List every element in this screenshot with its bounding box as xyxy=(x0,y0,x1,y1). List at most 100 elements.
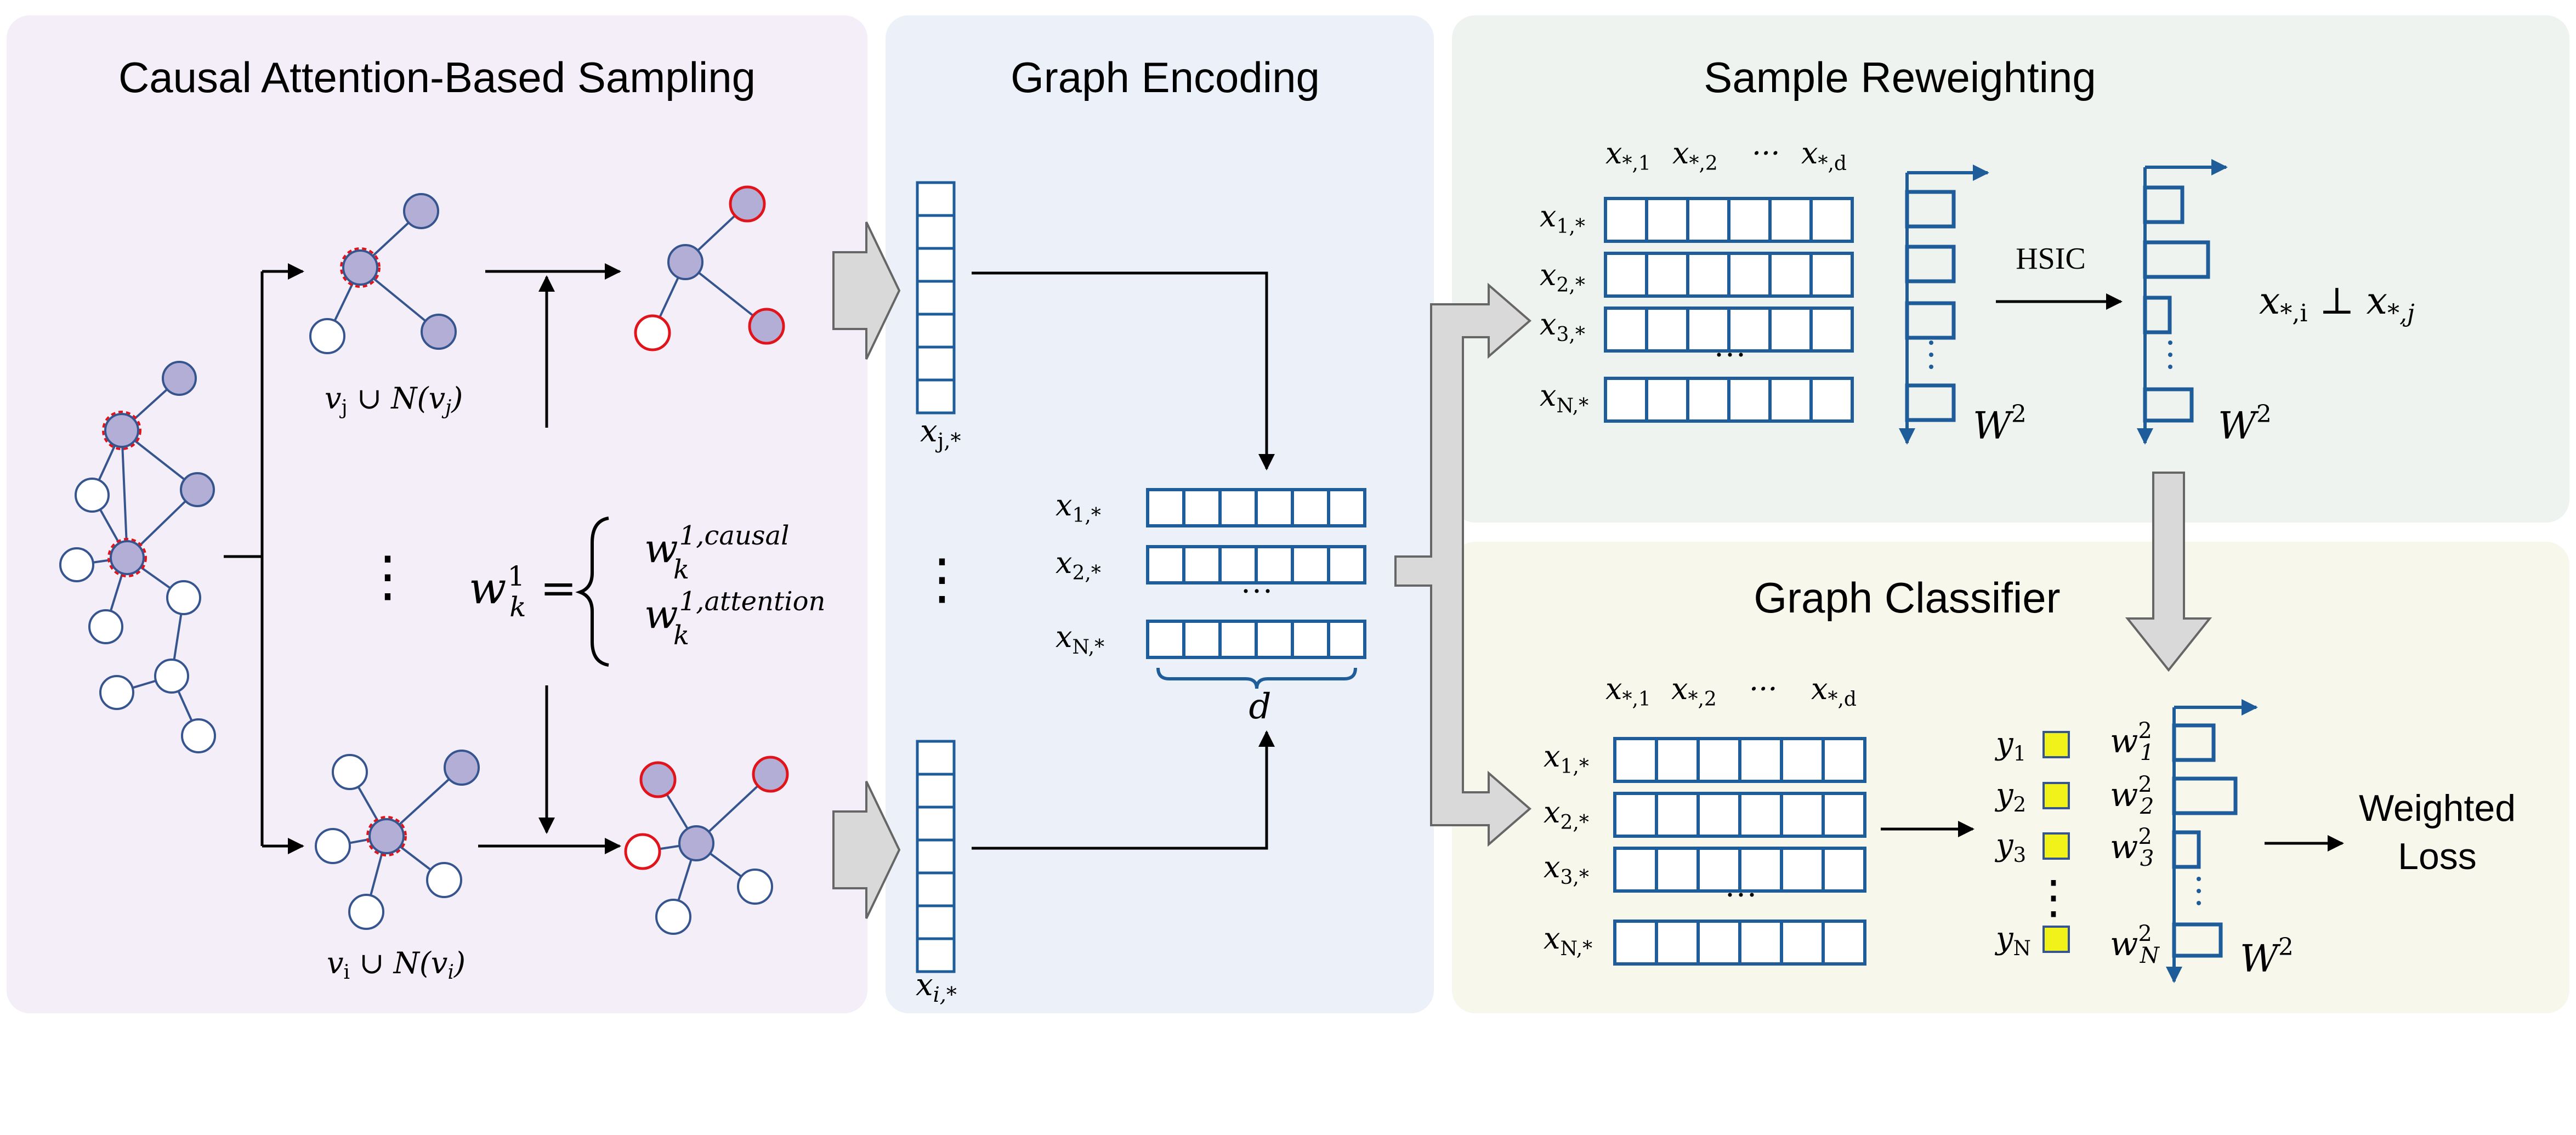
hist-dot xyxy=(1929,340,1933,345)
embedding-vector-i xyxy=(916,740,956,973)
weighted-loss-label-2: Loss xyxy=(2398,836,2477,877)
graph-node xyxy=(729,185,766,223)
matrix-cell xyxy=(1768,377,1813,423)
graph-node xyxy=(180,472,215,507)
matrix-cell xyxy=(1604,252,1648,298)
graph-node xyxy=(639,761,677,798)
matrix-cell xyxy=(1291,620,1330,659)
matrix-cell xyxy=(1727,377,1772,423)
vector-cell xyxy=(916,871,956,907)
matrix-cell xyxy=(1146,545,1185,584)
hist-bar xyxy=(2143,387,2194,423)
graph-node xyxy=(624,833,661,870)
math-label: y3 xyxy=(1994,827,2026,867)
math-label: x3,* xyxy=(1544,850,1589,889)
weight-histogram-classifier xyxy=(2166,699,2258,983)
graph-node xyxy=(368,818,405,854)
graph-node xyxy=(75,478,110,513)
svg-text:w1,attention: w1,attention xyxy=(644,586,825,637)
center-node-marker xyxy=(107,538,147,577)
sampled-graph-bottom xyxy=(315,750,480,930)
sampled-graph-top-result xyxy=(634,185,785,351)
matrix-cell xyxy=(1809,197,1854,243)
matrix-cell xyxy=(1182,488,1222,527)
independence-statement: x*,i ⊥ x*,j xyxy=(2259,280,2415,327)
math-label: x*,1 xyxy=(1605,136,1651,175)
matrix-cell xyxy=(1604,197,1648,243)
matrix-cell xyxy=(1809,252,1854,298)
reweighting-ellipsis: ··· xyxy=(1713,337,1746,373)
matrix-cell xyxy=(1613,737,1658,783)
sampling-vdots: ⋮ xyxy=(360,546,415,607)
vector-cell xyxy=(916,345,956,382)
classifier-row-labels: x1,* x2,* x3,* xN,* xyxy=(1544,739,1592,960)
reweighting-row-labels: x1,*x2,*x3,*xN,* xyxy=(1540,199,1588,417)
prediction-box xyxy=(2042,832,2070,860)
graph-node xyxy=(99,675,134,710)
graph-node xyxy=(421,314,457,350)
graph-node xyxy=(667,244,703,280)
d-label: d xyxy=(1249,686,1272,727)
matrix-cell xyxy=(1645,377,1689,423)
vector-cell xyxy=(916,838,956,875)
reweighting-matrix xyxy=(1604,197,1854,423)
encoding-arrows xyxy=(972,271,1275,850)
graph-node xyxy=(403,193,439,229)
hist-bar xyxy=(2172,922,2223,958)
svg-text:w1,causal: w1,causal xyxy=(644,520,789,571)
math-label: ··· xyxy=(1752,136,1780,171)
matrix-cell xyxy=(1822,737,1866,783)
svg-text:k: k xyxy=(673,620,689,651)
matrix-cell xyxy=(1291,545,1330,584)
graph-node xyxy=(332,754,368,790)
math-label: x*,1 xyxy=(1605,672,1651,711)
matrix-cell xyxy=(1780,920,1825,966)
hist-dot xyxy=(2168,340,2172,345)
matrix-cell xyxy=(1291,488,1330,527)
hist-bar xyxy=(2172,723,2216,762)
graph-node xyxy=(315,828,351,864)
matrix-cell xyxy=(1686,377,1730,423)
graph-node xyxy=(309,318,345,354)
matrix-cell xyxy=(1182,545,1222,584)
matrix-cell xyxy=(1146,620,1185,659)
hist-bar xyxy=(2143,240,2210,279)
title-encoding: Graph Encoding xyxy=(1011,53,1320,101)
sampled-graph-bottom-result xyxy=(624,756,789,935)
svg-text:w1k =: w1k = xyxy=(469,560,577,623)
weight-histogram-before xyxy=(1899,164,1989,445)
hist-dot xyxy=(2197,889,2201,893)
matrix-cell xyxy=(1146,488,1185,527)
hist-dot xyxy=(2168,353,2172,357)
prediction-vdots: ⋮ xyxy=(2030,872,2076,923)
matrix-cell xyxy=(1645,307,1689,353)
classifier-ellipsis: ··· xyxy=(1724,877,1757,913)
classifier-matrix xyxy=(1613,737,1866,966)
math-label: x3,* xyxy=(1540,307,1585,346)
graph-edge xyxy=(121,430,128,558)
matrix-cell xyxy=(1727,252,1772,298)
matrix-cell xyxy=(1255,620,1294,659)
hist-bar xyxy=(1905,245,1956,283)
hist-dot xyxy=(2168,365,2172,369)
hist-dot xyxy=(1929,365,1933,369)
matrix-cell xyxy=(1613,847,1658,893)
graph-node xyxy=(634,314,671,351)
matrix-cell xyxy=(1780,737,1825,783)
math-label: x1,* xyxy=(1544,739,1589,778)
encoding-vdots: ⋮ xyxy=(915,549,969,610)
down-block-arrow xyxy=(2125,472,2212,672)
matrix-cell xyxy=(1182,620,1222,659)
matrix-cell xyxy=(1809,307,1854,353)
math-label: xN,* xyxy=(1544,921,1592,960)
math-label: x*,2 xyxy=(1671,672,1717,711)
matrix-cell xyxy=(1645,197,1689,243)
math-label: x2,* xyxy=(1544,795,1589,834)
block-arrow-top xyxy=(832,222,901,360)
